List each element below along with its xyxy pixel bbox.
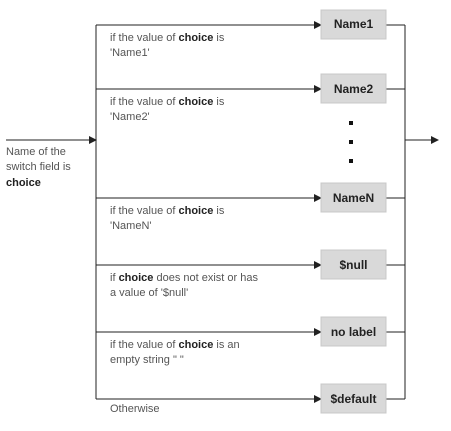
branch-condition-line2: empty string " " [110,354,184,366]
node-no-label-label: no label [331,325,376,339]
branch-default: $default Otherwise [96,383,405,415]
node-namen [320,182,387,213]
branch-namen: NameN if the value of choice is 'NameN' [96,182,405,232]
branch-name1: Name1 if the value of choice is 'Name1' [96,9,405,59]
node-no-label [320,316,387,347]
branch-condition: Otherwise [110,403,160,415]
ellipsis-dots [349,121,353,163]
branch-condition: if the value of choice is an [110,339,240,351]
branch-no-label: no label if the value of choice is an em… [96,316,405,366]
node-default-label: $default [330,392,376,406]
branch-condition: if the value of choice is [110,32,225,44]
input-label-choice: choice [6,177,41,189]
branch-null: $null if choice does not exist or has a … [96,249,405,299]
node-namen-label: NameN [333,191,374,205]
node-name1 [320,9,387,40]
input-label-line2: switch field is [6,161,71,173]
branch-condition: if the value of choice is [110,205,225,217]
input-label-line1: Name of the [6,146,66,158]
ellipsis-dot [349,121,353,125]
node-name2 [320,73,387,104]
branch-condition-line2: a value of '$null' [110,287,188,299]
node-default [320,383,387,414]
branch-name2: Name2 if the value of choice is 'Name2' [96,73,405,123]
node-name2-label: Name2 [334,82,374,96]
node-name1-label: Name1 [334,17,374,31]
node-null-label: $null [339,258,367,272]
ellipsis-dot [349,159,353,163]
branch-condition-line2: 'NameN' [110,220,152,232]
branch-condition: if the value of choice is [110,96,225,108]
branch-condition-line2: 'Name2' [110,111,150,123]
branch-condition: if choice does not exist or has [110,272,258,284]
node-null [320,249,387,280]
branch-condition-line2: 'Name1' [110,47,150,59]
ellipsis-dot [349,140,353,144]
